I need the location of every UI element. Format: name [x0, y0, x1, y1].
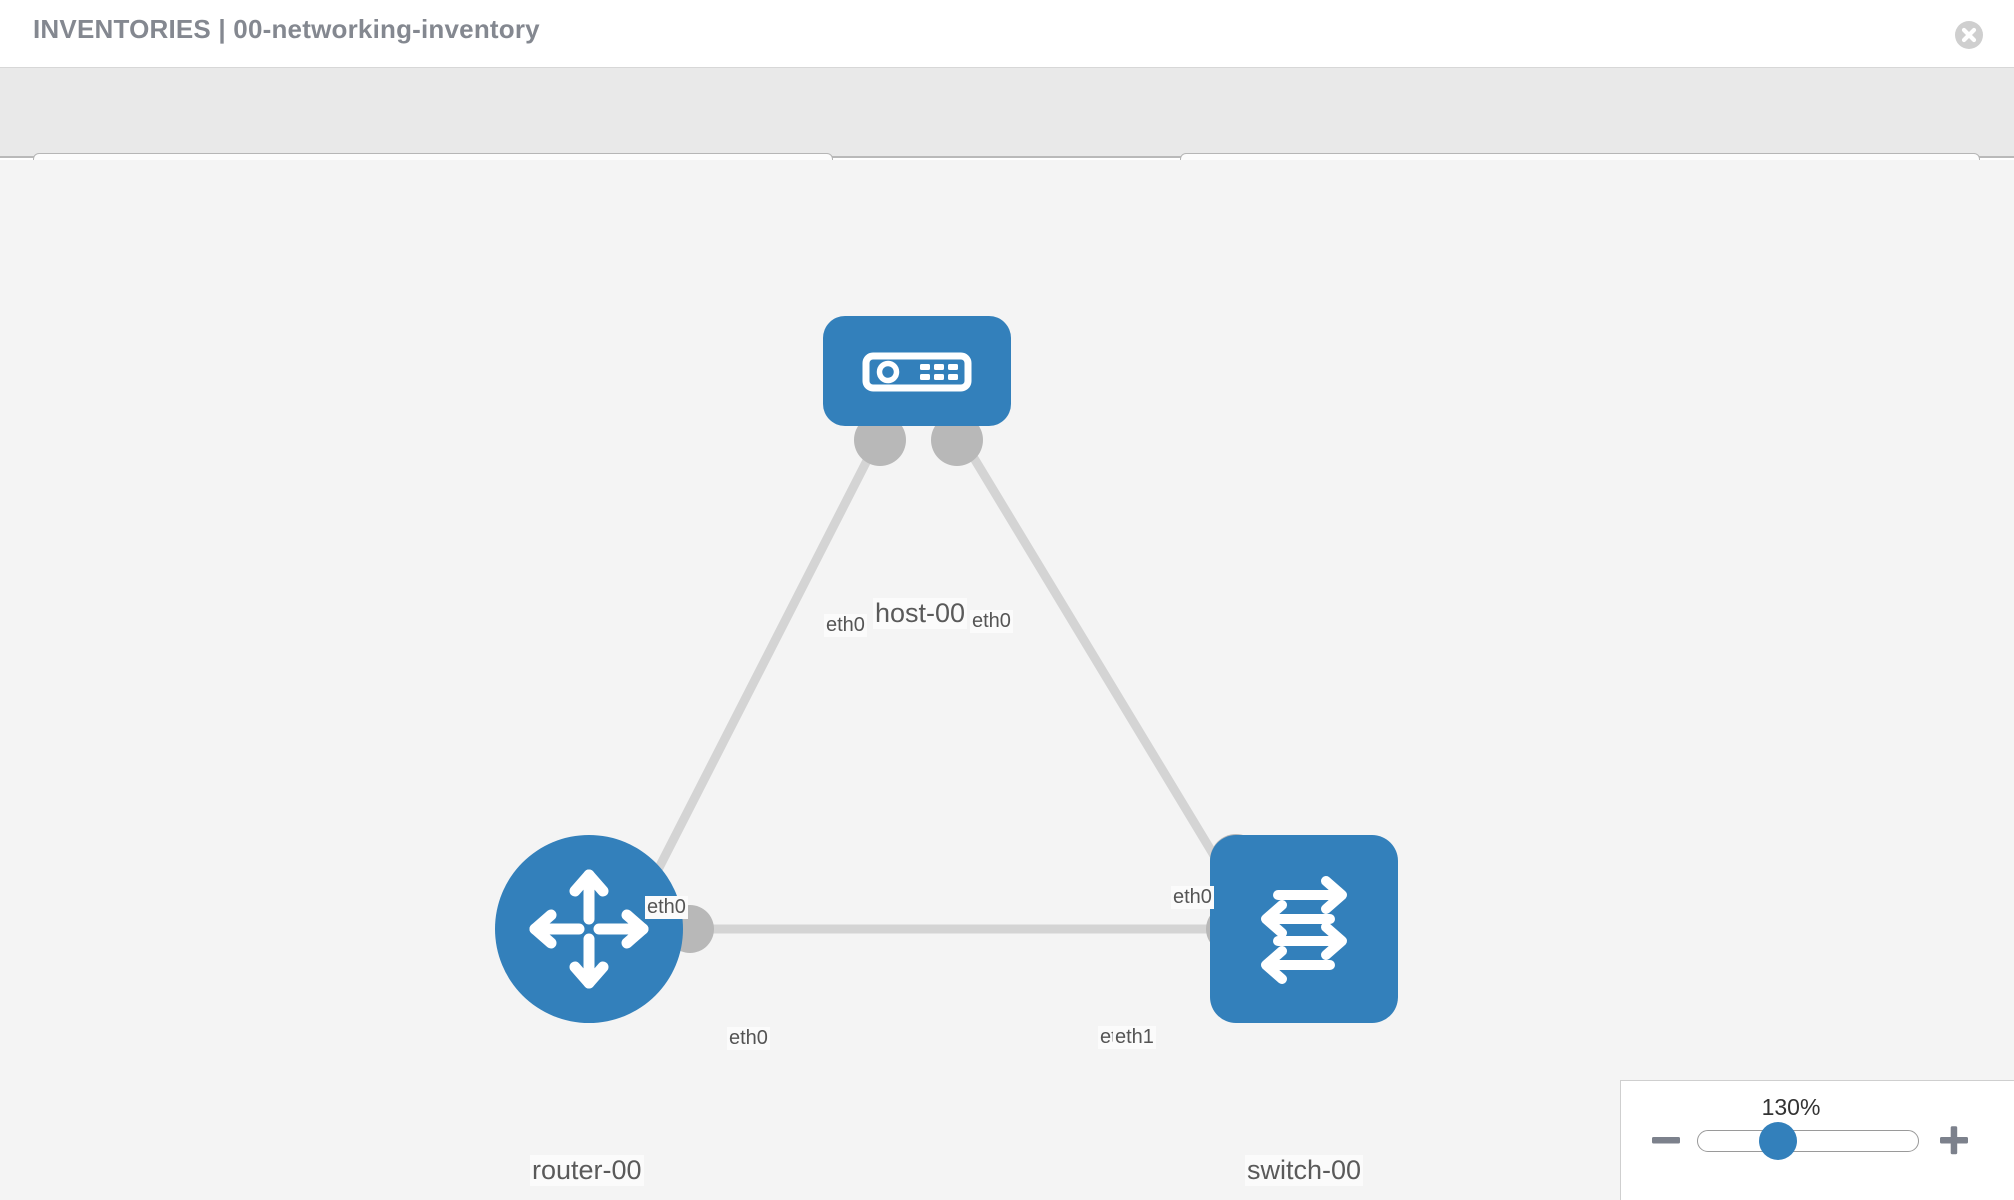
link-router-host	[635, 432, 885, 908]
topology-node-router-00[interactable]	[495, 835, 683, 1023]
port-label: eth0	[1171, 886, 1214, 909]
port-label: eth0	[970, 610, 1013, 633]
port-label: eth0	[645, 896, 688, 919]
topology-node-switch-00[interactable]	[1210, 835, 1398, 1023]
node-label-router-00: router-00	[530, 1155, 644, 1186]
node-label-host-00: host-00	[873, 598, 968, 629]
node-label-switch-00: switch-00	[1245, 1155, 1364, 1186]
toolbar: ACTIONS	[0, 68, 2014, 210]
switch-arrows-icon	[1261, 876, 1347, 984]
port-label: eth0	[727, 1027, 770, 1050]
router-arrows-icon	[529, 869, 649, 989]
connector-host-right	[931, 414, 983, 466]
link-lines	[635, 432, 1254, 934]
page-header: INVENTORIES | 00-networking-inventory	[0, 0, 2014, 68]
server-icon	[862, 352, 972, 392]
zoom-level-value: 130%	[1761, 1094, 1821, 1120]
close-icon[interactable]	[1954, 20, 1984, 50]
plus-icon[interactable]	[1937, 1123, 1971, 1157]
topology-canvas[interactable]: host-00 router-00 switch-00 eth0 eth0 et…	[0, 160, 2014, 1200]
zoom-slider-track[interactable]	[1697, 1130, 1919, 1152]
port-label: eth0	[824, 614, 867, 637]
zoom-slider-thumb[interactable]	[1759, 1122, 1797, 1160]
topology-node-host-00[interactable]	[823, 316, 1011, 426]
topology-links-layer	[635, 414, 1262, 953]
port-label: eth1	[1113, 1026, 1156, 1049]
link-host-switch	[956, 432, 1254, 918]
minus-icon[interactable]	[1649, 1123, 1683, 1157]
page-title: INVENTORIES | 00-networking-inventory	[33, 14, 540, 44]
connector-host-left	[854, 414, 906, 466]
zoom-control-panel: 130%	[1620, 1080, 2014, 1200]
